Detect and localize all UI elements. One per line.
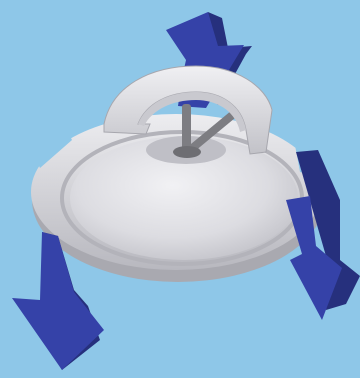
stem-base — [173, 146, 201, 158]
